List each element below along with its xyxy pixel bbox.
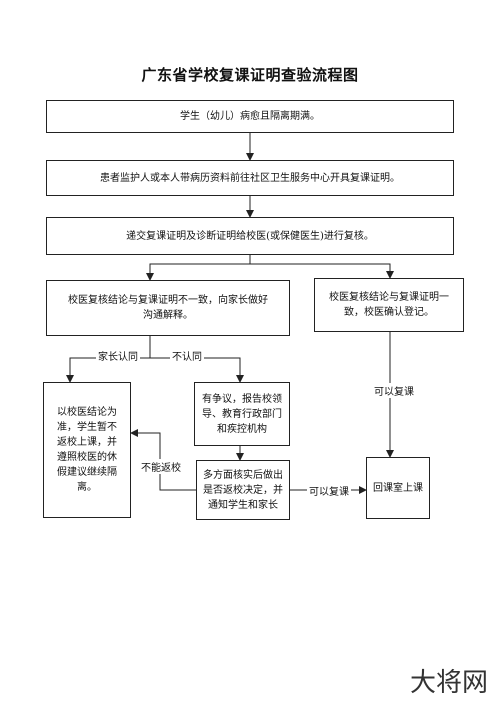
node-dispute-report: 有争议，报告校领导、教育行政部门和疾控机构 — [194, 382, 290, 446]
branch-n3 — [146, 255, 251, 281]
branch-n3-right — [250, 263, 394, 279]
node-recovered-isolation-ended: 学生（幼儿）病愈且隔离期满。 — [46, 100, 454, 133]
node-continue-isolation: 以校医结论为准，学生暂不返校上课，并遵照校医的休假建议继续隔离。 — [43, 382, 131, 518]
label-can-resume-1: 可以复课 — [372, 383, 416, 398]
label-cannot-return: 不能返校 — [139, 459, 183, 474]
node-back-to-class: 回课室上课 — [366, 457, 430, 519]
node-result-consistent: 校医复核结论与复课证明一致，校医确认登记。 — [314, 278, 464, 332]
node-submit-to-school-doctor: 递交复课证明及诊断证明给校医(或保健医生)进行复核。 — [46, 217, 454, 255]
label-parent-agree: 家长认同 — [96, 348, 140, 363]
node-get-resume-certificate: 患者监护人或本人带病历资料前往社区卫生服务中心开具复课证明。 — [46, 160, 454, 196]
flowchart-title: 广东省学校复课证明查验流程图 — [141, 66, 359, 84]
node-decide-return: 多方面核实后做出是否返校决定，并通知学生和家长 — [196, 460, 290, 520]
node-result-inconsistent: 校医复核结论与复课证明不一致，向家长做好沟通解释。 — [46, 280, 290, 336]
label-not-agree: 不认同 — [170, 348, 204, 363]
watermark-logo: 大将网 — [409, 668, 488, 698]
label-can-resume-2: 可以复课 — [307, 483, 351, 498]
